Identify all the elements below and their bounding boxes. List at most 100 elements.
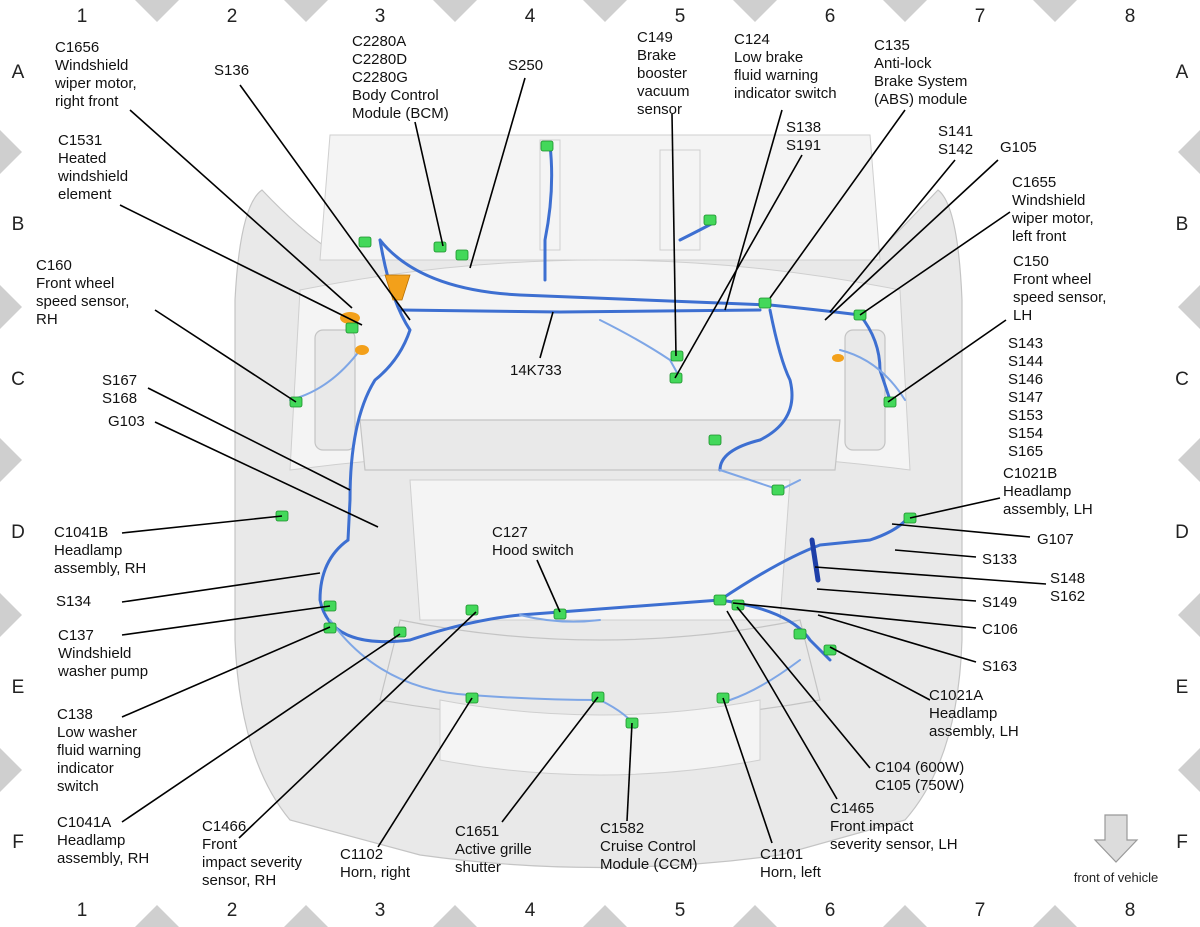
label-line: S136 [214, 62, 249, 79]
grid-marker [0, 285, 22, 329]
grid-marker [733, 905, 777, 927]
label-line: S138 [786, 119, 821, 136]
label-line: Headlamp [929, 705, 997, 722]
leader-c138 [121, 626, 331, 718]
label-line: fluid warning [734, 67, 818, 84]
grid-marker [1178, 130, 1200, 174]
label-line: C149 [637, 29, 673, 46]
grid-marker [883, 0, 927, 22]
label-line: fluid warning [57, 742, 141, 759]
label-line: Headlamp [54, 542, 122, 559]
grid-row-label: B [12, 214, 25, 235]
grid-column-label: 2 [227, 6, 238, 27]
label-line: Front [202, 836, 238, 853]
label-line: S153 [1008, 407, 1043, 424]
label-g103: G103 [108, 413, 145, 430]
grid-column-label: 5 [675, 6, 686, 27]
leader-c160 [154, 309, 297, 403]
leader-c106 [732, 602, 977, 629]
label-line: C127 [492, 524, 528, 541]
label-line: C1466 [202, 818, 246, 835]
connector-icon [669, 372, 683, 384]
leader-g107 [891, 523, 1031, 538]
leader-s167 [147, 387, 351, 491]
grid-marker [733, 0, 777, 22]
label-line: C1531 [58, 132, 102, 149]
grid-marker [1033, 905, 1077, 927]
label-c106: C106 [982, 621, 1018, 638]
connector-icon [553, 608, 567, 620]
label-line: G105 [1000, 139, 1037, 156]
label-line: assembly, LH [929, 723, 1019, 740]
label-line: speed sensor, [1013, 289, 1106, 306]
grid-column-label: 6 [825, 6, 836, 27]
grid-row-label: F [12, 832, 24, 853]
grid-row-label: C [1175, 369, 1189, 390]
orientation-label: front of vehicle [1074, 870, 1159, 885]
label-line: sensor, RH [202, 872, 276, 889]
grid-column-label: 4 [525, 6, 536, 27]
label-s149: S149 [982, 594, 1017, 611]
grid-column-label: 6 [825, 900, 836, 921]
label-line: Headlamp [57, 832, 125, 849]
connector-icon [713, 594, 727, 606]
label-line: S148 [1050, 570, 1085, 587]
label-line: S144 [1008, 353, 1043, 370]
label-line: Windshield [55, 57, 128, 74]
connector-icon [708, 434, 722, 446]
label-line: Headlamp [1003, 483, 1071, 500]
label-s250: S250 [508, 57, 543, 74]
grid-marker [1178, 285, 1200, 329]
connector-icon [771, 484, 785, 496]
label-line: Body Control [352, 87, 439, 104]
label-line: wiper motor, [54, 75, 137, 92]
label-s134: S134 [56, 593, 91, 610]
label-line: Brake System [874, 73, 967, 90]
label-line: 14K733 [510, 362, 562, 379]
label-line: right front [55, 93, 119, 110]
grid-column-label: 7 [975, 900, 986, 921]
label-line: RH [36, 311, 58, 328]
leader-s141 [829, 159, 956, 313]
label-line: switch [57, 778, 99, 795]
label-line: Cruise Control [600, 838, 696, 855]
label-line: S162 [1050, 588, 1085, 605]
leader-s163 [817, 614, 977, 663]
leader-c135 [769, 109, 906, 299]
label-line: C105 (750W) [875, 777, 964, 794]
label-line: indicator [57, 760, 114, 777]
grid-row-label: E [1176, 677, 1189, 698]
grid-marker [433, 905, 477, 927]
grid-row-label: A [1176, 62, 1189, 83]
label-line: C1041A [57, 814, 111, 831]
leader-c1531 [119, 204, 363, 326]
label-line: element [58, 186, 112, 203]
leader-s149 [816, 588, 977, 602]
grid-marker [583, 0, 627, 22]
grid-marker [0, 130, 22, 174]
leader-g103 [154, 421, 379, 528]
label-line: C135 [874, 37, 910, 54]
label-line: Front impact [830, 818, 914, 835]
grid-column-label: 2 [227, 900, 238, 921]
label-line: C1021A [929, 687, 983, 704]
leader-s136 [239, 84, 411, 321]
label-line: Active grille [455, 841, 532, 858]
connector-icon [540, 140, 554, 152]
label-line: S163 [982, 658, 1017, 675]
grid-marker [0, 748, 22, 792]
leader-s133 [894, 549, 977, 558]
grid-marker [0, 438, 22, 482]
